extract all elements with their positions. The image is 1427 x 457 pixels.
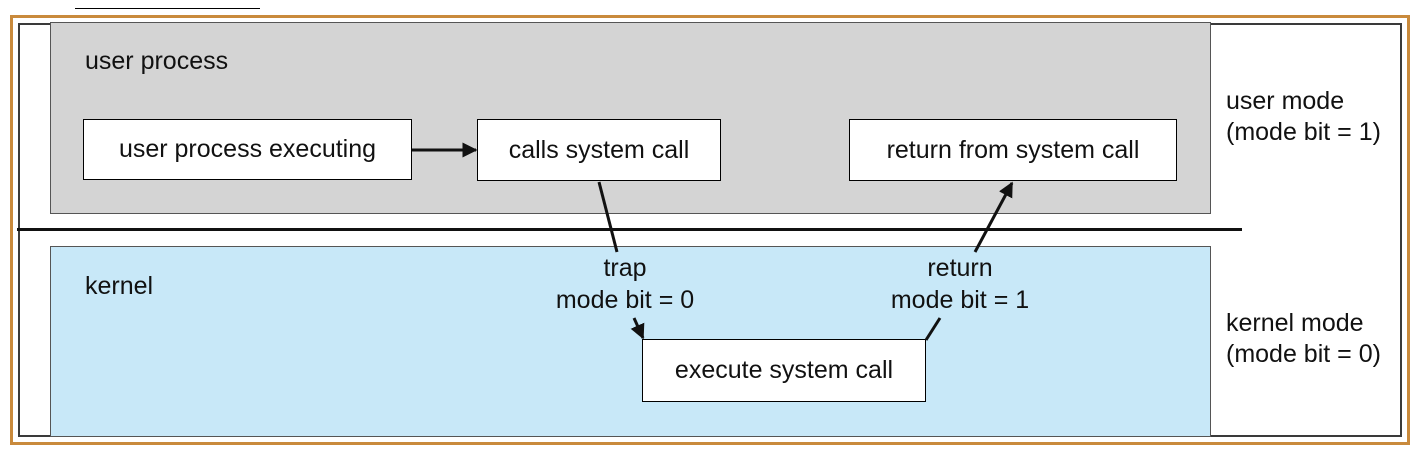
user-process-label: user process bbox=[85, 47, 229, 75]
user-process-region: user process bbox=[50, 22, 1211, 214]
return-arrow-lower bbox=[924, 317, 942, 341]
user-process-executing-box: user process executing bbox=[83, 119, 412, 180]
mode-divider-line bbox=[17, 228, 1242, 231]
trap-label-line1: trap bbox=[603, 254, 647, 282]
kernel-mode-label: kernel mode (mode bit = 0) bbox=[1226, 308, 1381, 370]
user-mode-label: user mode (mode bit = 1) bbox=[1226, 86, 1381, 148]
return-label: return mode bit = 1 bbox=[891, 252, 1029, 316]
return-from-system-call-box: return from system call bbox=[849, 119, 1177, 181]
return-arrow-upper bbox=[973, 181, 1014, 253]
trap-arrow-upper bbox=[597, 181, 619, 253]
calls-system-call-box: calls system call bbox=[477, 119, 721, 181]
trap-label-line2: mode bit = 0 bbox=[555, 286, 695, 314]
return-label-line1: return bbox=[927, 254, 993, 282]
kernel-region: kernel bbox=[50, 246, 1211, 437]
return-label-line2: mode bit = 1 bbox=[890, 286, 1030, 314]
execute-system-call-box: execute system call bbox=[642, 339, 926, 402]
user-mode-line1: user mode bbox=[1226, 87, 1345, 115]
kernel-label: kernel bbox=[85, 272, 154, 300]
trap-arrow-lower bbox=[630, 317, 645, 340]
top-rule bbox=[75, 8, 260, 9]
trap-label: trap mode bit = 0 bbox=[556, 252, 694, 316]
kernel-mode-line2: (mode bit = 0) bbox=[1226, 340, 1381, 368]
user-mode-line2: (mode bit = 1) bbox=[1226, 118, 1381, 146]
kernel-mode-line1: kernel mode bbox=[1226, 309, 1364, 337]
